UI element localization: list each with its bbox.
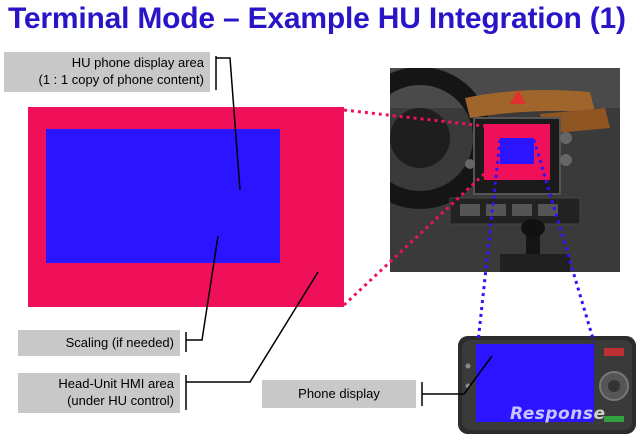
car-dashboard-illustration [390,68,620,272]
label-line: Phone display [298,386,380,401]
label-line: Scaling (if needed) [65,335,174,350]
label-line: (1 : 1 copy of phone content) [38,72,205,87]
response-watermark: Response [510,404,606,424]
label-line: Head-Unit HMI area [58,376,174,391]
label-scaling: Scaling (if needed) [18,330,180,356]
label-phone-display: Phone display [262,380,416,408]
hu-phone-display-area [46,129,280,263]
label-hu-phone-display-area: HU phone display area (1 : 1 copy of pho… [4,52,210,92]
label-line: (under HU control) [67,393,174,408]
label-line: HU phone display area [71,55,204,70]
slide-title: Terminal Mode – Example HU Integration (… [8,2,626,35]
car-dashboard-photo [390,68,620,272]
label-head-unit-hmi-area: Head-Unit HMI area (under HU control) [18,373,180,413]
phone-illustration [458,336,636,434]
